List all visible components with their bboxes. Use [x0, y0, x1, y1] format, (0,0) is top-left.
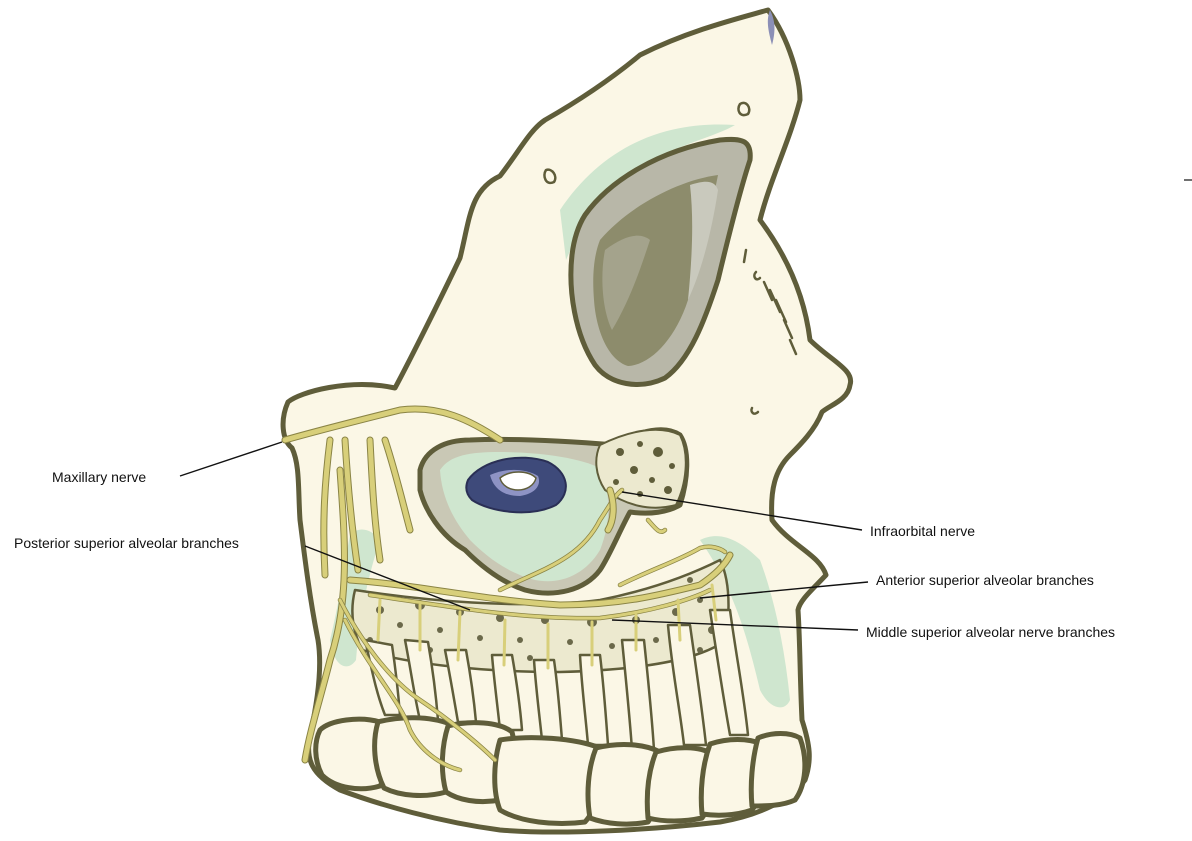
leader-maxillary-nerve [180, 442, 282, 476]
infraorbital-nerve-label: Infraorbital nerve [870, 523, 975, 539]
maxillary-nerve-label: Maxillary nerve [52, 469, 146, 485]
label-maxillary-nerve: Maxillary nerve [52, 442, 282, 485]
anterior-superior-alveolar-label: Anterior superior alveolar branches [876, 572, 1094, 588]
posterior-superior-alveolar-label: Posterior superior alveolar branches [14, 535, 239, 551]
middle-superior-alveolar-label: Middle superior alveolar nerve branches [866, 624, 1115, 640]
